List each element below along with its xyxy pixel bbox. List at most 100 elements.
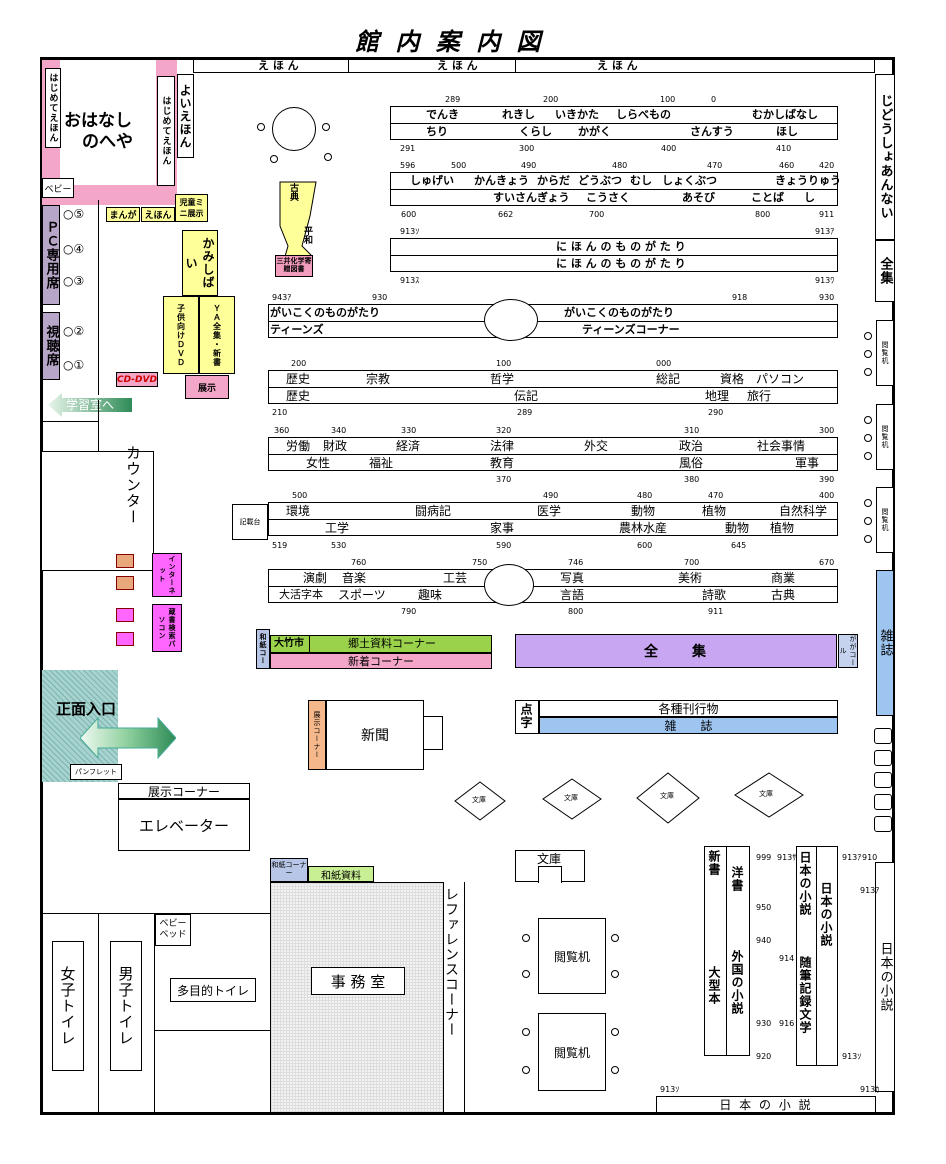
- nihon-shelf-block: [796, 846, 838, 1066]
- label: 伝記: [514, 389, 539, 403]
- label: どうぶつ: [578, 174, 622, 187]
- class-num: 0: [711, 95, 717, 104]
- label: 財政: [323, 439, 348, 453]
- pc-seat-4[interactable]: ○④: [63, 242, 85, 256]
- label: スポーツ: [338, 588, 386, 602]
- class-num: 490: [521, 161, 537, 170]
- chair: [864, 416, 872, 424]
- class-num: 310: [684, 426, 700, 435]
- bunko-label: 文庫: [472, 796, 486, 804]
- class-num: 914: [779, 954, 795, 963]
- chair: [322, 123, 330, 131]
- class-num: 913ｱ: [860, 886, 880, 895]
- nihon-shosetsu-bottom: 日 本 の 小 説: [656, 1096, 876, 1113]
- women-toilet[interactable]: 女子トイレ: [52, 941, 84, 1071]
- label: 動物: [631, 504, 656, 518]
- gakushu-arrow[interactable]: 学習室へ: [48, 393, 132, 417]
- ehon-label-1: え ほ ん: [258, 59, 299, 72]
- pc-seat-5[interactable]: ○⑤: [63, 207, 85, 221]
- bunko-notch: [538, 866, 562, 883]
- class-num: 360: [274, 426, 290, 435]
- label: 環境: [286, 504, 311, 518]
- label: むし: [630, 174, 652, 187]
- class-num: 370: [496, 475, 512, 484]
- class-num: 410: [776, 144, 792, 153]
- class-num: 916: [779, 1019, 795, 1028]
- class-num: 662: [498, 210, 514, 219]
- ohanashi-room[interactable]: [60, 60, 156, 185]
- ehon-label-3: え ほ ん: [597, 59, 638, 72]
- chair: [864, 350, 872, 358]
- center-table: [484, 299, 538, 341]
- gaikoku-label: 外国の小説: [730, 950, 744, 1015]
- label: 動物: [725, 521, 750, 535]
- small-reading-desk: 閲覧机: [876, 404, 894, 470]
- kisaidai: 記載台: [232, 504, 268, 540]
- chair: [270, 155, 278, 163]
- label: からだ: [537, 174, 570, 187]
- class-num: 320: [496, 426, 512, 435]
- label: 大活字本: [279, 588, 323, 601]
- class-num: 930: [372, 293, 388, 302]
- label: 宗教: [366, 372, 391, 386]
- pc-icon: [116, 576, 134, 590]
- label: 女性: [306, 456, 331, 470]
- av-seat-2[interactable]: ○②: [63, 324, 85, 338]
- ogata-label: 大型本: [707, 966, 721, 1005]
- koten-label: 古典: [288, 183, 298, 201]
- chair: [522, 1028, 530, 1036]
- washi-shiryo: 和紙資料: [308, 866, 374, 882]
- class-num: 800: [568, 607, 584, 616]
- class-num: 519: [272, 541, 288, 550]
- class-num: 940: [756, 936, 772, 945]
- label: 趣味: [418, 588, 443, 602]
- entrance-label[interactable]: 正面入口: [56, 700, 117, 718]
- label: かんきょう: [474, 174, 529, 187]
- washi-small: 和紙コー: [256, 629, 270, 669]
- elevator[interactable]: エレベーター: [118, 799, 250, 851]
- label: ちり: [426, 125, 448, 138]
- class-num: 289: [517, 408, 533, 417]
- shelf-divider: [390, 255, 838, 256]
- label: しゅげい: [410, 174, 454, 187]
- internet-pc[interactable]: インターネット: [152, 553, 182, 597]
- av-seat-1[interactable]: ○①: [63, 358, 85, 372]
- shelf-divider: [268, 519, 838, 520]
- label: 農林水産: [619, 521, 668, 535]
- locker: [874, 816, 892, 832]
- label: 言語: [560, 588, 585, 602]
- label: かがく: [578, 125, 611, 138]
- label: いきかた: [555, 108, 599, 121]
- label: 詩歌: [702, 588, 727, 602]
- label: すいさんぎょう: [493, 191, 570, 204]
- label: 闘病記: [415, 504, 452, 518]
- toilet-wall: [42, 913, 270, 914]
- label: 法律: [490, 439, 515, 453]
- newspaper-shelf: 新聞: [326, 700, 424, 770]
- label: ティーンズ: [270, 323, 324, 336]
- class-num: 470: [707, 161, 723, 170]
- class-num: 300: [519, 144, 535, 153]
- label: きょうりゅう: [775, 174, 841, 187]
- class-num: 913ｿ: [400, 227, 420, 236]
- class-num: 460: [779, 161, 795, 170]
- shinchaku-shelf: 新着コーナー: [270, 653, 492, 669]
- zenshu-shelf: 全 集: [515, 634, 837, 668]
- office-label: 事 務 室: [311, 967, 405, 995]
- class-num: 943ｱ: [272, 293, 292, 302]
- zosho-pc[interactable]: 蔵書検索パソコン: [152, 604, 182, 652]
- otake-label: 大竹市: [274, 638, 304, 649]
- pc-seat-3[interactable]: ○③: [63, 274, 85, 288]
- kamishibai: かみしばい: [182, 230, 218, 296]
- double-arrow-icon: [80, 716, 176, 760]
- label: こうさく: [586, 191, 630, 204]
- tamokuteki-toilet[interactable]: 多目的トイレ: [170, 978, 256, 1002]
- men-toilet[interactable]: 男子トイレ: [110, 941, 142, 1071]
- novel-shelf-block: [704, 846, 750, 1056]
- class-num: 530: [331, 541, 347, 550]
- chair: [864, 517, 872, 525]
- class-num: 289: [445, 95, 461, 104]
- pamphlet-rack: パンフレット: [70, 764, 122, 780]
- class-num: 918: [732, 293, 748, 302]
- kyodo-label: 郷土資料コーナー: [348, 637, 436, 650]
